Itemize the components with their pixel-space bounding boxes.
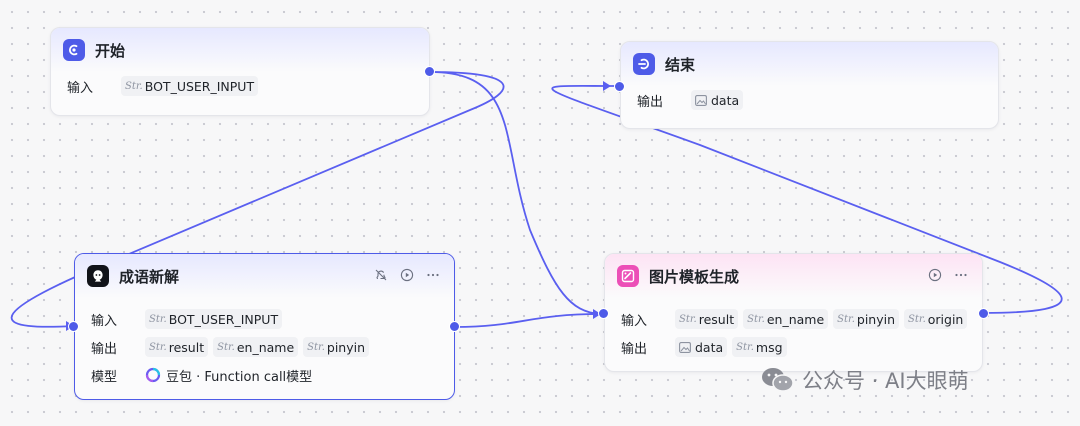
variable-tag: Str.BOT_USER_INPUT xyxy=(145,309,283,329)
variable-tag: data xyxy=(675,337,728,357)
end-flow-icon xyxy=(633,53,655,75)
idiom-model-row: 模型 豆包 · Function call模型 xyxy=(75,362,454,388)
idiom-input-port[interactable] xyxy=(68,321,79,332)
watermark: 公众号 · AI大眼萌 xyxy=(760,365,969,395)
image-template-output-row: 输出 data Str.msg xyxy=(605,334,982,360)
input-label: 输入 xyxy=(621,313,648,329)
variable-tag: Str.msg xyxy=(732,337,787,357)
image-template-input-row: 输入 Str.result Str.en_name Str.pinyin Str… xyxy=(605,306,982,332)
end-node-title: 结束 xyxy=(665,55,696,74)
variable-tag: Str.origin xyxy=(904,309,968,329)
start-output-port[interactable] xyxy=(424,66,435,77)
start-input-row: 输入 Str.BOT_USER_INPUT xyxy=(51,73,429,99)
variable-tag: Str.BOT_USER_INPUT xyxy=(121,76,259,96)
model-selector[interactable]: 豆包 · Function call模型 xyxy=(145,366,312,385)
start-node[interactable]: 开始 输入 Str.BOT_USER_INPUT xyxy=(50,27,430,116)
model-label: 模型 xyxy=(91,369,118,385)
variable-tag: Str.result xyxy=(145,337,209,357)
idiom-output-row: 输出 Str.result Str.en_name Str.pinyin xyxy=(75,334,454,360)
idiom-llm-node[interactable]: 成语新解 输入 Str.BOT_USER_INPUT 输出 Str.result… xyxy=(74,253,455,400)
wechat-icon xyxy=(762,368,794,392)
end-input-port[interactable] xyxy=(614,81,625,92)
variable-tag: data xyxy=(691,90,744,110)
output-label: 输出 xyxy=(91,341,118,357)
edge-start-to-image xyxy=(429,71,601,315)
variable-tag: Str.pinyin xyxy=(303,337,370,357)
idiom-input-row: 输入 Str.BOT_USER_INPUT xyxy=(75,306,454,332)
image-type-icon xyxy=(679,341,691,353)
llm-node-icon xyxy=(87,265,109,287)
image-template-node[interactable]: 图片模板生成 输入 Str.result Str.en_name Str.pin… xyxy=(604,253,983,372)
input-label: 输入 xyxy=(67,80,94,96)
variable-tag: Str.en_name xyxy=(213,337,299,357)
end-node[interactable]: 结束 输出 data xyxy=(620,41,999,129)
watermark-text: 公众号 · AI大眼萌 xyxy=(802,369,969,393)
variable-tag: Str.result xyxy=(675,309,739,329)
edge-idiom-to-image xyxy=(454,313,601,328)
variable-tag: Str.en_name xyxy=(743,309,829,329)
node-toolbar xyxy=(374,268,440,282)
output-label: 输出 xyxy=(621,341,648,357)
arrow-into-end xyxy=(603,81,611,91)
start-flow-icon xyxy=(63,39,85,61)
run-icon[interactable] xyxy=(928,268,942,282)
image-template-title: 图片模板生成 xyxy=(649,267,740,286)
idiom-node-header: 成语新解 xyxy=(75,254,454,298)
debug-off-icon[interactable] xyxy=(374,268,388,282)
variable-tag: Str.pinyin xyxy=(833,309,900,329)
image-template-output-port[interactable] xyxy=(978,308,989,319)
model-name: 豆包 · Function call模型 xyxy=(166,369,313,385)
end-output-row: 输出 data xyxy=(621,87,998,113)
start-node-header: 开始 xyxy=(51,28,429,72)
arrow-into-image xyxy=(593,309,601,319)
node-toolbar xyxy=(928,268,968,282)
doubao-model-icon xyxy=(145,367,161,383)
run-icon[interactable] xyxy=(400,268,414,282)
idiom-node-title: 成语新解 xyxy=(119,267,180,286)
more-icon[interactable] xyxy=(426,268,440,282)
image-type-icon xyxy=(695,94,707,106)
end-node-header: 结束 xyxy=(621,42,998,86)
input-label: 输入 xyxy=(91,313,118,329)
image-template-input-port[interactable] xyxy=(598,308,609,319)
output-label: 输出 xyxy=(637,94,664,110)
image-template-header: 图片模板生成 xyxy=(605,254,982,298)
edge-image-to-end xyxy=(551,84,1063,314)
start-node-title: 开始 xyxy=(95,41,126,60)
more-icon[interactable] xyxy=(954,268,968,282)
idiom-output-port[interactable] xyxy=(449,321,460,332)
image-template-icon xyxy=(617,265,639,287)
